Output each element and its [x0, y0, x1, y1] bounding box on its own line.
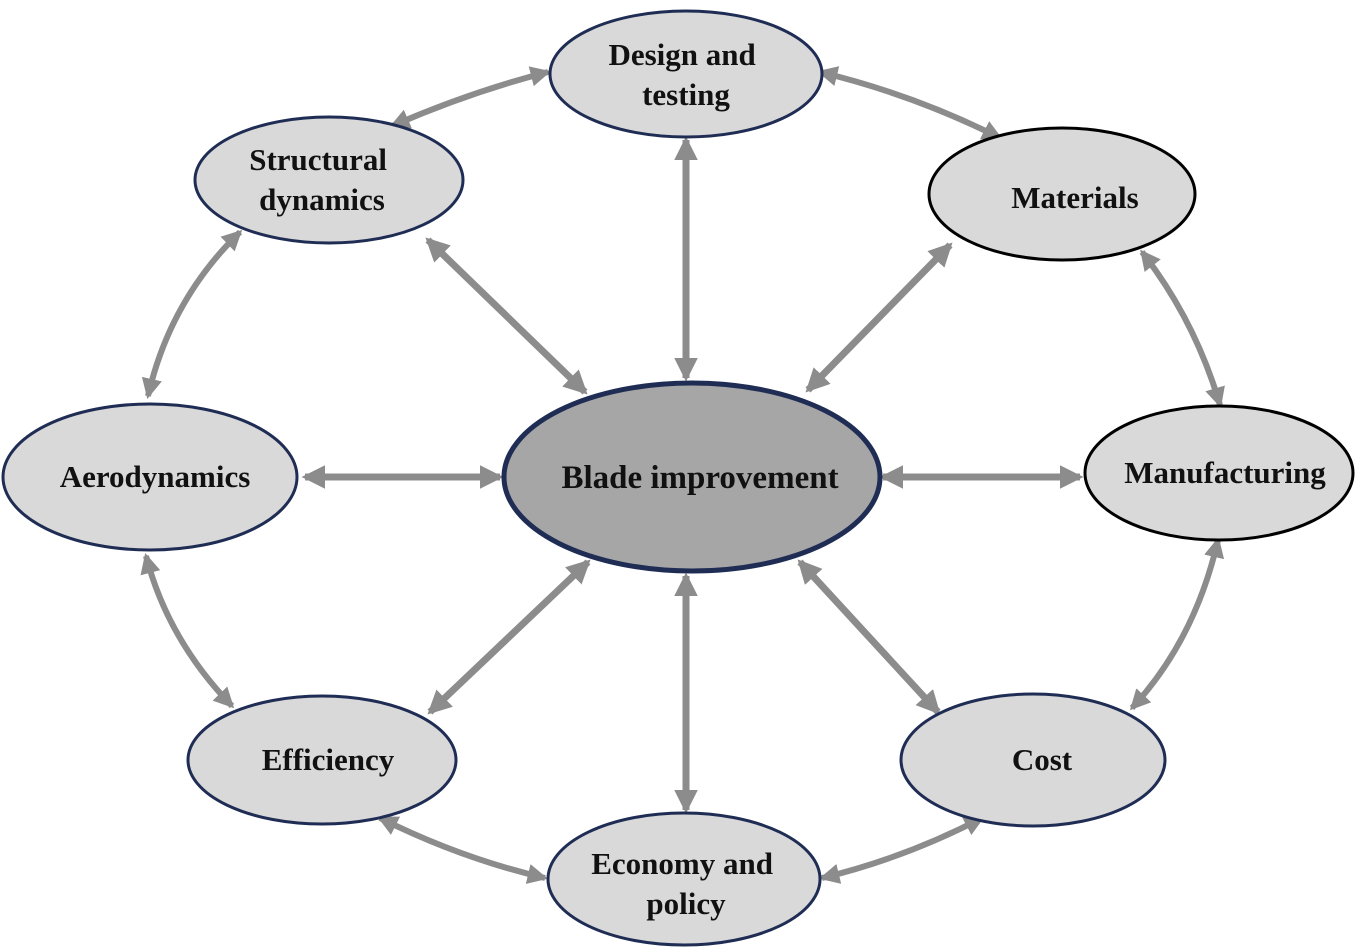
arrow-design-materials — [817, 66, 1003, 141]
node-economy-and-policy-shape — [546, 811, 822, 947]
arrow-center-efficiency — [427, 559, 591, 715]
node-design-and-testing-shape — [548, 9, 824, 139]
node-aerodynamics-label: Aerodynamics — [60, 459, 251, 494]
arrow-materials-manufacturing — [1139, 249, 1225, 408]
node-manufacturing-label: Manufacturing — [1124, 455, 1326, 490]
node-blade-improvement-label: Blade improvement — [561, 460, 838, 496]
node-manufacturing: Manufacturing — [1083, 404, 1355, 542]
node-efficiency-label: Efficiency — [262, 742, 395, 777]
arrow-center-materials — [805, 242, 953, 393]
node-structural-dynamics: Structural dynamics — [193, 115, 465, 245]
arrow-center-structural — [425, 237, 588, 395]
node-materials-label: Materials — [1011, 180, 1138, 215]
arrow-design-structural — [389, 66, 551, 129]
node-blade-improvement: Blade improvement — [501, 380, 883, 574]
node-design-and-testing: Design and testing — [548, 9, 824, 139]
node-manufacturing-shape — [1083, 404, 1355, 542]
node-cost-label: Cost — [1012, 742, 1073, 777]
arrow-efficiency-economy — [377, 815, 548, 884]
node-cost-shape — [899, 692, 1167, 828]
ring-arrows — [140, 66, 1225, 884]
node-design-and-testing-label: Design and testing — [608, 37, 763, 112]
node-economy-and-policy: Economy and policy — [546, 811, 822, 947]
node-materials: Materials — [927, 126, 1197, 262]
node-materials-shape — [927, 126, 1197, 262]
node-economy-and-policy-label: Economy and policy — [591, 846, 780, 921]
arrow-aerodynamics-efficiency — [140, 553, 235, 709]
node-blade-improvement-shape — [501, 380, 883, 574]
arrow-cost-economy — [819, 815, 985, 884]
node-efficiency: Efficiency — [186, 694, 458, 826]
node-aerodynamics: Aerodynamics — [1, 402, 299, 552]
arrow-center-cost — [797, 559, 941, 715]
node-structural-dynamics-label: Structural dynamics — [249, 142, 395, 217]
arrow-manufacturing-cost — [1129, 537, 1225, 711]
node-aerodynamics-shape — [1, 402, 299, 552]
arrow-structural-aerodynamics — [141, 229, 243, 399]
node-structural-dynamics-shape — [193, 115, 465, 245]
node-efficiency-shape — [186, 694, 458, 826]
node-cost: Cost — [899, 692, 1167, 828]
spoke-arrows — [301, 136, 1084, 814]
